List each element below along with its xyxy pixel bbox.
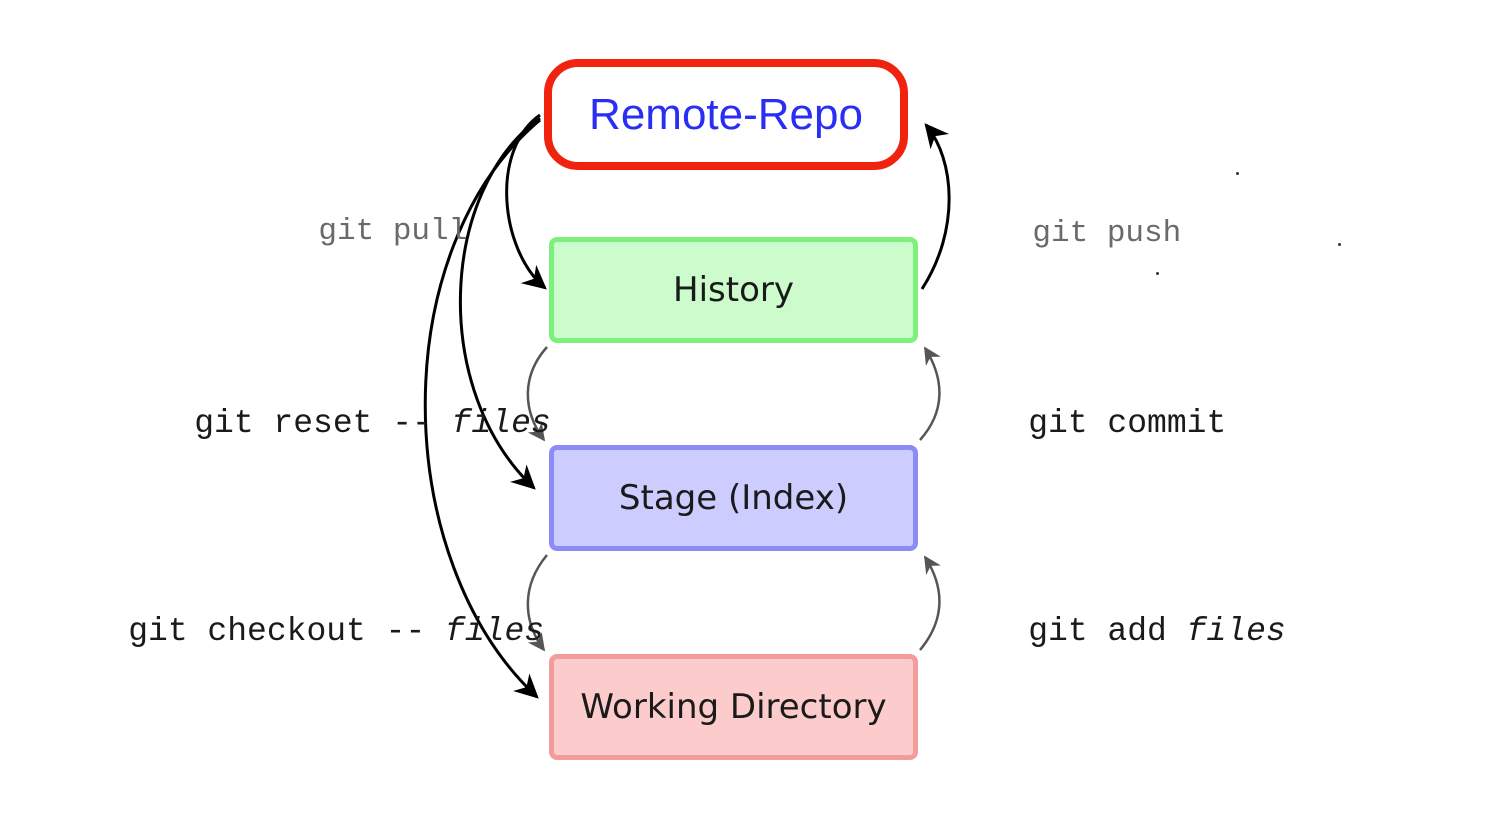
edge-reset <box>526 346 548 442</box>
label-git-checkout: git checkout -- files <box>49 582 544 681</box>
node-remote-repo-label: Remote-Repo <box>589 89 863 139</box>
label-git-reset: git reset -- files <box>115 374 551 473</box>
label-git-add-arg: files <box>1186 613 1286 650</box>
edge-checkout <box>526 554 548 652</box>
label-git-add: git add files <box>949 582 1286 681</box>
label-git-reset-text: git reset -- <box>194 405 452 442</box>
label-git-pull-text: git pull <box>318 214 468 249</box>
stray-dot <box>1236 172 1239 175</box>
node-history: History <box>549 237 918 343</box>
edge-push <box>920 123 951 290</box>
node-stage: Stage (Index) <box>549 445 918 551</box>
edge-commit <box>919 346 941 441</box>
label-git-push-text: git push <box>1032 216 1182 251</box>
node-history-label: History <box>673 270 794 310</box>
label-git-checkout-arg: files <box>445 613 545 650</box>
node-remote-repo: Remote-Repo <box>544 59 908 170</box>
label-git-checkout-text: git checkout -- <box>128 613 446 650</box>
edge-add <box>919 555 941 651</box>
edge-pull-history <box>505 113 547 290</box>
label-git-add-text: git add <box>1028 613 1187 650</box>
stray-dot <box>1156 272 1159 275</box>
node-working-directory: Working Directory <box>549 654 918 760</box>
edge-pull-stage <box>459 116 541 490</box>
stray-dot <box>1338 243 1341 246</box>
label-git-commit-text: git commit <box>1028 405 1227 442</box>
label-git-reset-arg: files <box>451 405 551 442</box>
label-git-pull: git pull <box>244 185 467 278</box>
node-working-directory-label: Working Directory <box>580 687 887 727</box>
label-git-push: git push <box>958 187 1181 280</box>
node-stage-label: Stage (Index) <box>618 478 849 518</box>
label-git-commit: git commit <box>949 374 1226 473</box>
edge-pull-working <box>423 118 541 699</box>
